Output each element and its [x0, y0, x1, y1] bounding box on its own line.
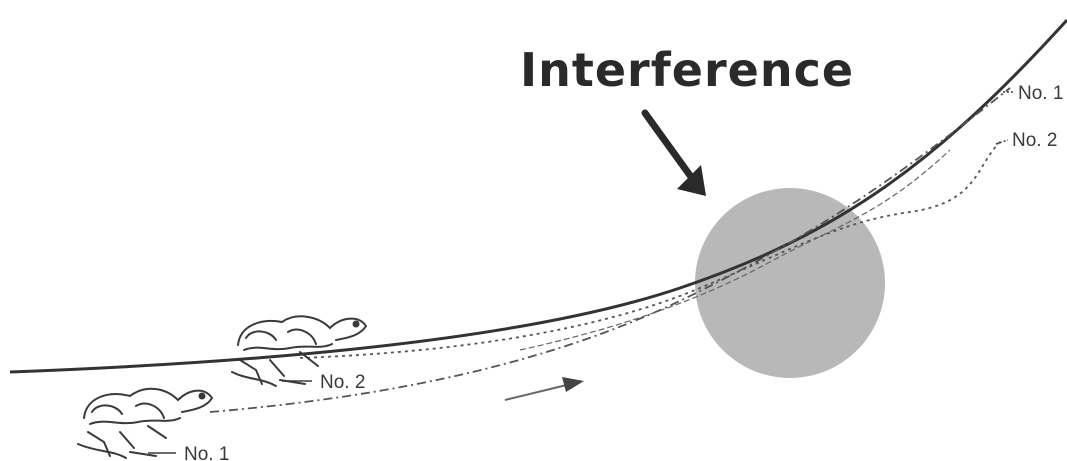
label-dog-no2: No. 2: [282, 372, 365, 393]
diagram-title: Interference: [520, 43, 854, 97]
label-track-no1-text: No. 1: [1018, 83, 1063, 104]
direction-arrow-icon: [504, 377, 584, 401]
label-track-no2-text: No. 2: [1012, 130, 1057, 151]
label-dog-no1-text: No. 1: [184, 444, 229, 461]
label-track-no2: No. 2: [995, 130, 1057, 151]
path-no2: [299, 139, 1003, 359]
down-right-arrow-icon: [641, 109, 706, 196]
track-rail: [9, 18, 1067, 374]
label-track-no1: No. 1: [1003, 83, 1063, 104]
label-dog-no1: No. 1: [148, 444, 229, 461]
path-no1: [209, 87, 1011, 413]
path-deflect: [519, 149, 951, 351]
interference-zone: [695, 188, 885, 378]
label-dog-no2-text: No. 2: [320, 372, 365, 393]
greyhound-no1-icon: [77, 387, 214, 459]
